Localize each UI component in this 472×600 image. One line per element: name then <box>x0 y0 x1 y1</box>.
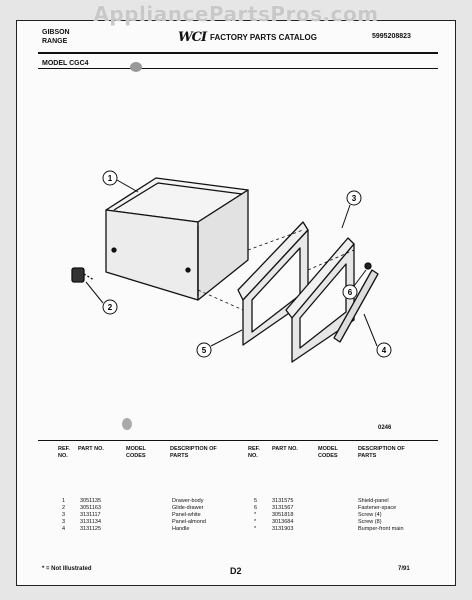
svg-text:5: 5 <box>202 346 207 355</box>
svg-text:3: 3 <box>352 194 357 203</box>
table-row-part: 3051135 <box>80 498 102 504</box>
callout-2: 2 <box>85 281 118 315</box>
model-rule <box>38 68 438 69</box>
glide-drawer-drawing <box>71 267 95 283</box>
page-number: D2 <box>230 566 242 576</box>
table-row-part: 3051818 <box>272 512 294 518</box>
watermark: AppliancePartsPros.com <box>93 2 379 26</box>
brand-line-1: GIBSON <box>42 29 70 36</box>
table-row-desc: Shield-panel <box>358 498 389 504</box>
brand-block: GIBSON RANGE <box>42 28 70 46</box>
svg-text:1: 1 <box>108 174 113 183</box>
callout-6: 6 <box>342 269 367 300</box>
desc-column: Drawer-body Glide-drawer Panel-white Pan… <box>172 498 206 533</box>
header-rule <box>38 52 438 54</box>
desc-column: Shield-panel Fastener-space Screw (4) Sc… <box>358 498 404 533</box>
table-row-part: 3131117 <box>80 512 101 518</box>
callout-1: 1 <box>102 170 139 193</box>
brand-line-2: RANGE <box>42 38 68 45</box>
table-row-desc: Panel-almond <box>172 519 206 525</box>
callout-5: 5 <box>196 329 243 358</box>
table-row-part: 3131903 <box>272 526 294 532</box>
table-row-desc: Fastener-space <box>358 505 397 511</box>
table-row-ref: 1 <box>62 498 66 504</box>
wci-logo: WCI <box>178 30 207 45</box>
table-row-desc: Handle <box>172 526 190 532</box>
scan-speck <box>122 418 132 430</box>
table-rule <box>38 440 438 441</box>
header-codes: MODEL CODES <box>318 446 338 459</box>
table-row-ref: 3 <box>62 512 66 518</box>
catalog-number: 5995208823 <box>372 33 411 40</box>
catalog-page <box>16 20 456 586</box>
table-row-desc: Glide-drawer <box>172 505 204 511</box>
model-label: MODEL CGC4 <box>42 60 89 67</box>
svg-text:4: 4 <box>382 346 387 355</box>
table-row-ref: 6 <box>254 505 258 511</box>
header-part: PART NO. <box>272 446 298 452</box>
header-part: PART NO. <box>78 446 104 452</box>
not-illustrated-note: * = Not Illustrated <box>42 566 92 572</box>
table-row-part: 3131575 <box>272 498 294 504</box>
svg-text:2: 2 <box>108 303 113 312</box>
header-desc: DESCRIPTION OF PARTS <box>170 446 217 459</box>
table-row-desc: Bumper-front main <box>358 526 404 532</box>
table-row-ref: 5 <box>254 498 258 504</box>
table-row-part: 3131134 <box>80 519 102 525</box>
part-column: 3051135 3051163 3131117 3131134 3131125 <box>80 498 101 533</box>
callout-4: 4 <box>363 313 392 358</box>
diagram-code: 0246 <box>378 425 392 431</box>
table-row-desc: Drawer-body <box>172 498 204 504</box>
callout-3: 3 <box>341 190 362 229</box>
header-desc: DESCRIPTION OF PARTS <box>358 446 405 459</box>
table-row-part: 3013684 <box>272 519 294 525</box>
svg-text:6: 6 <box>348 288 353 297</box>
scan-speck <box>130 62 142 72</box>
ref-column: 5 6 * * * <box>254 498 257 533</box>
ref-column: 1 2 3 3 4 <box>62 498 65 533</box>
table-row-ref: * <box>254 519 257 525</box>
table-row-ref: 4 <box>62 526 66 532</box>
table-row-ref: * <box>254 512 257 518</box>
handle-drawing <box>333 269 379 343</box>
table-row-ref: * <box>254 526 257 532</box>
table-row-part: 3131567 <box>272 505 294 511</box>
header-ref: REF. NO. <box>58 446 70 459</box>
part-column: 3131575 3131567 3051818 3013684 3131903 <box>272 498 293 533</box>
table-row-desc: Screw (4) <box>358 512 382 518</box>
table-row-desc: Panel-white <box>172 512 201 518</box>
catalog-date: 7/91 <box>398 566 410 572</box>
header-ref: REF. NO. <box>248 446 260 459</box>
header-codes: MODEL CODES <box>126 446 146 459</box>
exploded-parts-diagram: 1 2 3 4 5 6 <box>71 170 392 363</box>
table-row-part: 3131125 <box>80 526 102 532</box>
catalog-title: FACTORY PARTS CATALOG <box>210 33 317 42</box>
table-row-ref: 3 <box>62 519 66 525</box>
table-row-desc: Screw (8) <box>358 519 382 525</box>
table-row-ref: 2 <box>62 505 66 511</box>
table-row-part: 3051163 <box>80 505 102 511</box>
drawer-body-drawing <box>105 177 249 301</box>
